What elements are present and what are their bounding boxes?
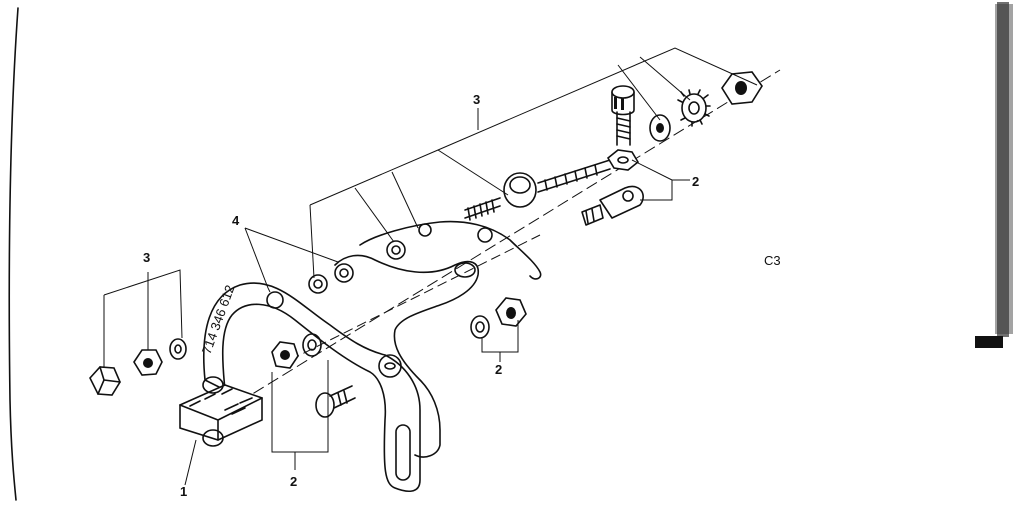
callout-3-top: 3	[473, 92, 480, 107]
left-scan-edge	[8, 7, 19, 501]
hex-nut-top-right	[721, 71, 763, 105]
washer-lower-right	[470, 315, 490, 339]
brake-shoe	[179, 376, 263, 447]
assembly-axis-line	[209, 69, 781, 421]
callout-3-left: 3	[143, 250, 150, 265]
spring-wire	[359, 220, 542, 280]
hex-bolt-head-left	[89, 366, 121, 396]
bracket-stamp: 714 346 612	[199, 283, 238, 356]
figure-code: C3	[764, 253, 781, 268]
callout-2-lower-right: 2	[495, 362, 502, 377]
socket-screw	[611, 85, 635, 146]
washer-top-right	[649, 114, 671, 142]
washer-left	[169, 338, 187, 360]
hex-nut-left	[133, 349, 163, 376]
hex-nut-lower-right	[495, 297, 527, 327]
clevis-bolt	[581, 185, 644, 226]
callout-4: 4	[232, 213, 240, 228]
hex-nut-mid	[606, 149, 640, 171]
washer-upper	[308, 240, 406, 294]
callout-1: 1	[180, 484, 187, 499]
washer-center	[302, 333, 322, 357]
lock-washer-top-right	[677, 89, 711, 127]
right-scan-edge	[975, 2, 1013, 348]
callouts: 1 2 2 2 3 3 4	[143, 92, 699, 499]
callout-2-top-right: 2	[692, 174, 699, 189]
carriage-bolt	[315, 385, 356, 418]
leader-lines	[103, 47, 758, 486]
callout-2-middle: 2	[290, 474, 297, 489]
adjuster-rod	[464, 159, 611, 221]
hex-nut-center	[271, 341, 299, 369]
upper-bracket	[334, 254, 480, 458]
